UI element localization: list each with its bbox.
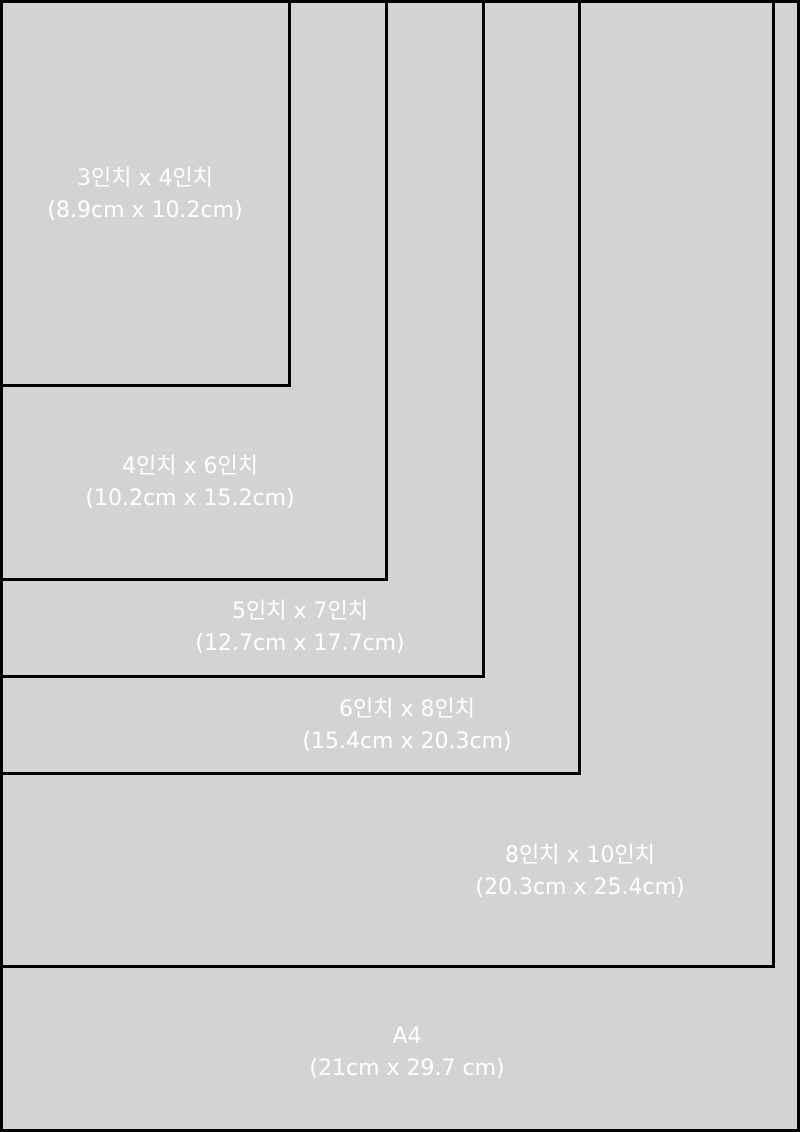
frame-5x7 [0,0,485,678]
size-name: 4인치 x 6인치 [122,454,258,479]
size-dimensions: (10.2cm x 15.2cm) [85,486,295,511]
size-dimensions: (21cm x 29.7 cm) [309,1056,505,1081]
size-dimensions: (20.3cm x 25.4cm) [475,875,685,900]
frame-4x6 [0,0,388,581]
label-8x10: 8인치 x 10인치 (20.3cm x 25.4cm) [475,840,684,904]
size-dimensions: (12.7cm x 17.7cm) [195,631,405,656]
label-a4: A4 (21cm x 29.7 cm) [309,1021,504,1085]
size-name: 5인치 x 7인치 [232,599,368,624]
frame-6x8 [0,0,581,775]
size-dimensions: (15.4cm x 20.3cm) [302,729,512,754]
size-name: 3인치 x 4인치 [77,166,213,191]
size-name: 8인치 x 10인치 [505,843,655,868]
label-5x7: 5인치 x 7인치 (12.7cm x 17.7cm) [195,596,404,660]
size-dimensions: (8.9cm x 10.2cm) [47,198,243,223]
frame-8x10 [0,0,775,968]
label-4x6: 4인치 x 6인치 (10.2cm x 15.2cm) [85,451,294,515]
frame-3x4 [0,0,291,387]
size-name: 6인치 x 8인치 [339,697,475,722]
label-3x4: 3인치 x 4인치 (8.9cm x 10.2cm) [47,163,242,227]
label-6x8: 6인치 x 8인치 (15.4cm x 20.3cm) [302,694,511,758]
size-name: A4 [392,1024,422,1049]
